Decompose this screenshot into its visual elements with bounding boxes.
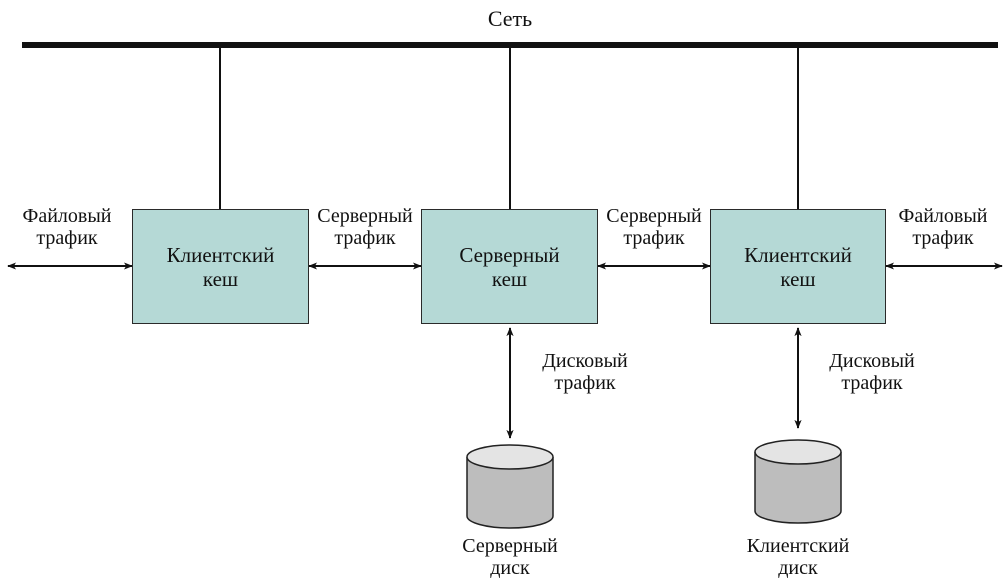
- server-traffic-left-label: Серверный трафик: [305, 205, 425, 249]
- file-traffic-right-line1: Файловый: [898, 205, 988, 227]
- file-traffic-right-line2: трафик: [912, 227, 974, 249]
- disk-traffic-server-line2: трафик: [554, 372, 616, 394]
- file-traffic-left-line2: трафик: [36, 227, 98, 249]
- client-cache-left-box: Клиентский кеш: [132, 209, 309, 324]
- disk-traffic-server-line1: Дисковый: [542, 350, 628, 372]
- server-cache-line2: кеш: [491, 266, 528, 291]
- client-cache-right-line2: кеш: [780, 266, 816, 291]
- server-disk-label: Серверный диск: [450, 535, 570, 579]
- server-disk-line2: диск: [490, 557, 530, 579]
- server-traffic-right-line2: трафик: [623, 227, 685, 249]
- client-cache-right-box: Клиентский кеш: [710, 209, 886, 324]
- disk-traffic-client-line1: Дисковый: [829, 350, 915, 372]
- file-traffic-right-label: Файловый трафик: [885, 205, 1001, 249]
- network-label: Сеть: [487, 6, 533, 31]
- client-cache-left-line1: Клиентский: [166, 242, 275, 267]
- server-traffic-left-line1: Серверный: [317, 205, 413, 227]
- client-disk-line2: диск: [778, 557, 818, 579]
- client-disk-line1: Клиентский: [746, 535, 850, 557]
- file-traffic-left-label: Файловый трафик: [12, 205, 122, 249]
- server-cache-box: Серверный кеш: [421, 209, 598, 324]
- disk-traffic-client-label: Дисковый трафик: [814, 350, 930, 394]
- client-cache-right-line1: Клиентский: [744, 242, 852, 267]
- disk-traffic-server-label: Дисковый трафик: [527, 350, 643, 394]
- server-traffic-right-label: Серверный трафик: [594, 205, 714, 249]
- file-traffic-left-line1: Файловый: [22, 205, 112, 227]
- client-cache-left-line2: кеш: [202, 266, 239, 291]
- client-disk-icon: [754, 439, 842, 524]
- server-disk-line1: Серверный: [462, 535, 558, 557]
- server-traffic-left-line2: трафик: [334, 227, 396, 249]
- server-disk-icon: [466, 444, 554, 529]
- client-disk-label: Клиентский диск: [733, 535, 863, 579]
- server-cache-line1: Серверный: [459, 242, 560, 267]
- server-traffic-right-line1: Серверный: [606, 205, 702, 227]
- disk-traffic-client-line2: трафик: [841, 372, 903, 394]
